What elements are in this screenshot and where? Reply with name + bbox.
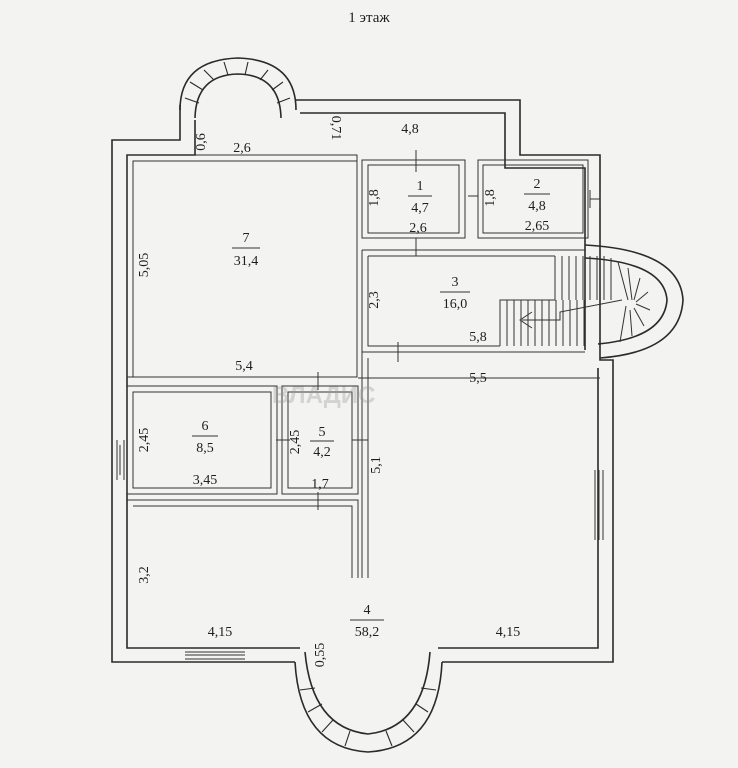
room-7-number: 7 — [243, 231, 250, 246]
room-2-number: 2 — [534, 177, 541, 192]
room-3-number: 3 — [452, 275, 459, 290]
dim-r5-bottom: 1,7 — [311, 477, 329, 492]
room-4-number: 4 — [364, 603, 371, 618]
dim-r7-bay: 0,6 — [194, 133, 209, 151]
room-5-number: 5 — [319, 425, 326, 440]
dim-r6-side: 2,45 — [137, 428, 152, 453]
dim-r2-bottom: 2,65 — [525, 219, 550, 234]
watermark: ВЛАДИС — [272, 382, 375, 409]
dim-r2-side: 1,8 — [483, 189, 498, 207]
dim-r7-side: 5,05 — [137, 253, 152, 278]
room-7-area: 31,4 — [234, 254, 259, 269]
bottom-bay — [294, 651, 443, 753]
dim-vest-top: 4,8 — [401, 122, 419, 137]
room-labels: 7 31,4 1 4,7 2 4,8 3 16,0 6 8,5 5 4,2 4 … — [192, 177, 550, 640]
dim-r4-mid: 5,1 — [369, 456, 384, 474]
dim-vest-side: 0,71 — [328, 116, 343, 141]
dim-r4-bay: 0,55 — [313, 643, 328, 668]
floor-title: 1 этаж — [348, 10, 390, 26]
dim-r6-bottom: 3,45 — [193, 473, 218, 488]
dim-r3-bottom: 5,8 — [469, 330, 487, 345]
stair-bay — [584, 244, 684, 359]
room-6-number: 6 — [202, 419, 209, 434]
dim-r4-right: 4,15 — [496, 625, 521, 640]
room-1-number: 1 — [417, 179, 424, 194]
room-4-area: 58,2 — [355, 625, 380, 640]
room-6-area: 8,5 — [196, 441, 214, 456]
room-5-area: 4,2 — [313, 445, 331, 460]
dim-r1-side: 1,8 — [367, 189, 382, 207]
openings — [116, 150, 604, 660]
room-1-area: 4,7 — [411, 201, 429, 216]
dim-r7-top: 2,6 — [233, 141, 251, 156]
dim-r3-side: 2,3 — [367, 291, 382, 309]
dim-r7-bottom: 5,4 — [235, 359, 253, 374]
staircase — [499, 256, 651, 346]
dim-r1-bottom: 2,6 — [409, 221, 427, 236]
top-bay — [179, 57, 297, 119]
dim-r4-left: 4,15 — [208, 625, 233, 640]
room-2-area: 4,8 — [528, 199, 546, 214]
dimension-labels: 2,6 0,6 5,05 5,4 0,71 4,8 1,8 2,6 1,8 2,… — [137, 116, 549, 668]
interior-walls — [126, 154, 600, 578]
dim-r4-top: 5,5 — [469, 371, 487, 386]
dim-r5-side: 2,45 — [288, 430, 303, 455]
room-3-area: 16,0 — [443, 297, 468, 312]
dim-r4-side: 3,2 — [137, 566, 152, 584]
